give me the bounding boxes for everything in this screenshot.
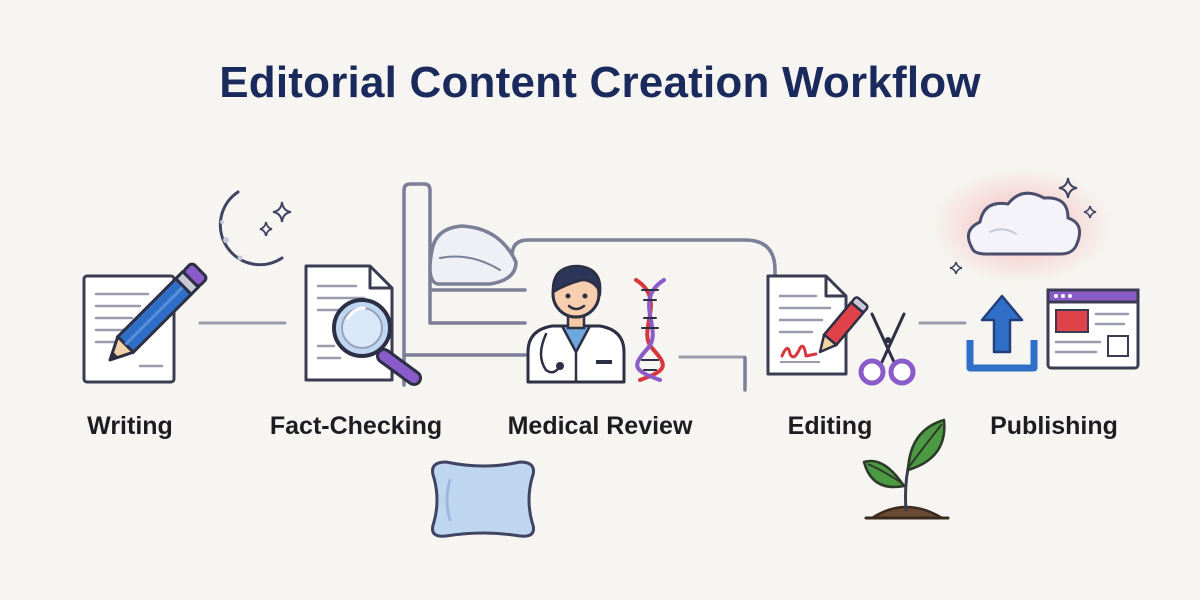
step-label-fact-checking: Fact-Checking (269, 412, 443, 440)
sparkle-icon (272, 201, 292, 223)
upload-webpage-icon (966, 288, 1140, 372)
step-label-medical-review: Medical Review (507, 412, 693, 440)
doctor-dna-icon (526, 264, 666, 384)
pillow-icon (431, 460, 535, 538)
sprout-icon (862, 418, 950, 520)
sparkle-icon (259, 221, 273, 237)
pencil-document-icon (82, 262, 208, 384)
bed-icon (402, 182, 777, 392)
magnifier-document-icon (304, 264, 422, 386)
sparkle-icon (1083, 205, 1097, 219)
moon-icon (218, 190, 284, 267)
connector-lines (198, 321, 967, 359)
signed-document-scissors-icon (766, 274, 916, 386)
sparkle-icon (949, 261, 963, 275)
sparkle-icon (1058, 177, 1078, 199)
step-label-editing: Editing (787, 412, 873, 440)
page-title: Editorial Content Creation Workflow (219, 58, 981, 107)
step-label-publishing: Publishing (990, 412, 1118, 440)
step-label-writing: Writing (87, 412, 173, 440)
